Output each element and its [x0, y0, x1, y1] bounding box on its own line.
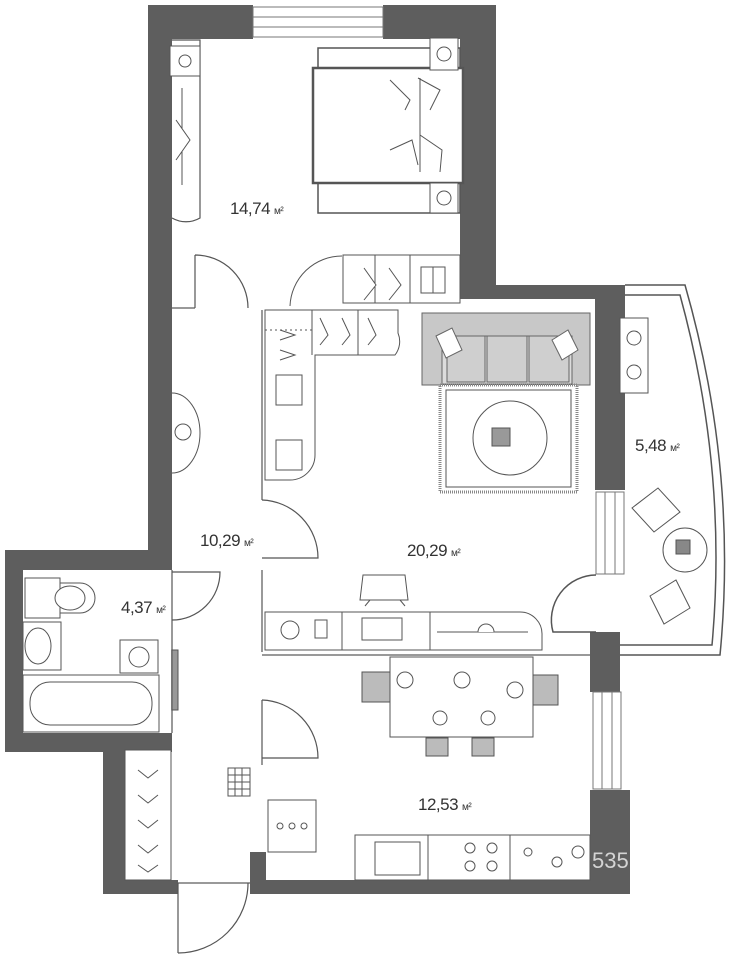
doors: [171, 39, 319, 954]
watermark-text: 535: [592, 848, 629, 873]
rug-and-coffee-table: [438, 383, 579, 494]
lower-wardrobe: [124, 749, 251, 881]
balcony: [550, 284, 726, 656]
sofa: [421, 312, 591, 386]
tv-unit: [264, 574, 543, 651]
hall-wardrobe: [264, 309, 401, 481]
hall-round-table: [171, 392, 201, 474]
windows: [252, 6, 625, 790]
kitchen-counter: [267, 799, 591, 881]
bed: [311, 47, 465, 214]
walls: [5, 5, 630, 894]
bedroom-wardrobe: [289, 254, 461, 307]
dining-table: [361, 656, 559, 757]
bathroom-fixtures: [22, 577, 179, 733]
nightstands: [169, 37, 459, 214]
balcony-furniture: [619, 317, 708, 625]
